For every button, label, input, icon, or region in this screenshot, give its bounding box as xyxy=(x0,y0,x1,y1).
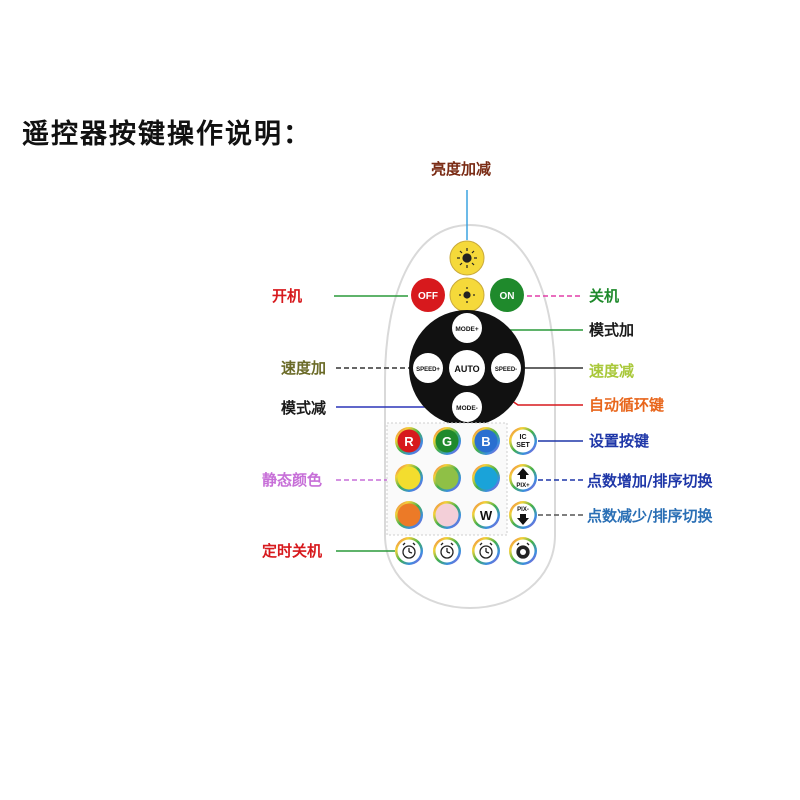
alarm-clock-icon xyxy=(402,542,416,559)
label-mode-down: 模式减 xyxy=(281,399,327,417)
brightness-down-button[interactable] xyxy=(449,277,485,313)
pix-plus-button[interactable]: PIX+ xyxy=(509,464,537,492)
mode-plus-button[interactable]: MODE+ xyxy=(452,313,482,343)
label-power-off: 开机 xyxy=(272,287,303,305)
sun-small-icon xyxy=(459,287,475,303)
label-speed-down: 速度减 xyxy=(589,362,635,380)
mode-minus-button[interactable]: MODE- xyxy=(452,392,482,422)
pix-minus-button[interactable]: PIX- xyxy=(509,501,537,529)
alarm-clock-icon xyxy=(516,542,530,559)
w-label: W xyxy=(480,508,493,523)
g-button[interactable]: G xyxy=(433,427,461,455)
on-button[interactable]: ON xyxy=(490,278,524,312)
label-timer: 定时关机 xyxy=(262,542,323,560)
alarm-clock-icon xyxy=(440,542,454,559)
label-auto: 自动循环键 xyxy=(589,396,665,414)
speed-minus-button[interactable]: SPEED- xyxy=(491,353,521,383)
r-button[interactable]: R xyxy=(395,427,423,455)
label-static: 静态颜色 xyxy=(262,471,323,489)
speed-plus-label: SPEED+ xyxy=(416,367,440,373)
static-color-green-button[interactable] xyxy=(433,464,461,492)
label-setting: 设置按键 xyxy=(589,432,650,450)
g-label: G xyxy=(442,434,452,449)
label-mode-up: 模式加 xyxy=(589,321,635,339)
brightness-up-button[interactable] xyxy=(449,240,485,276)
mode-minus-label: MODE- xyxy=(456,405,478,412)
sun-icon xyxy=(457,248,477,268)
off-button-label: OFF xyxy=(418,291,438,302)
ic-set-button[interactable]: IC SET xyxy=(509,427,537,455)
speed-minus-label: SPEED- xyxy=(495,367,517,373)
static-color-orange-button[interactable] xyxy=(395,501,423,529)
pix-plus-label: PIX+ xyxy=(516,483,530,489)
timer-button-2[interactable] xyxy=(433,537,461,565)
on-button-label: ON xyxy=(500,291,515,302)
r-label: R xyxy=(404,434,414,449)
label-pix-up: 点数增加/排序切换 xyxy=(587,472,713,490)
label-speed-up: 速度加 xyxy=(281,359,327,377)
arrow-down-icon xyxy=(517,514,529,525)
mode-plus-label: MODE+ xyxy=(455,326,479,333)
label-pix-down: 点数减少/排序切换 xyxy=(587,507,713,525)
off-button[interactable]: OFF xyxy=(411,278,445,312)
page-title: 遥控器按键操作说明： xyxy=(22,119,312,150)
auto-label: AUTO xyxy=(454,364,479,374)
ic-set-label-line2: SET xyxy=(516,442,530,449)
pix-minus-label: PIX- xyxy=(517,507,529,513)
static-color-pink-button[interactable] xyxy=(433,501,461,529)
b-label: B xyxy=(481,434,490,449)
b-button[interactable]: B xyxy=(472,427,500,455)
timer-button-4[interactable] xyxy=(509,537,537,565)
speed-plus-button[interactable]: SPEED+ xyxy=(413,353,443,383)
ic-set-label-line1: IC xyxy=(520,434,527,441)
timer-button-3[interactable] xyxy=(472,537,500,565)
alarm-clock-icon xyxy=(479,542,493,559)
auto-button[interactable]: AUTO xyxy=(449,350,485,386)
static-color-cyan-button[interactable] xyxy=(472,464,500,492)
timer-button-1[interactable] xyxy=(395,537,423,565)
label-power-on: 关机 xyxy=(589,287,620,305)
static-color-yellow-button[interactable] xyxy=(395,464,423,492)
w-button[interactable]: W xyxy=(472,501,500,529)
label-brightness: 亮度加减 xyxy=(431,160,492,178)
arrow-up-icon xyxy=(517,468,529,479)
